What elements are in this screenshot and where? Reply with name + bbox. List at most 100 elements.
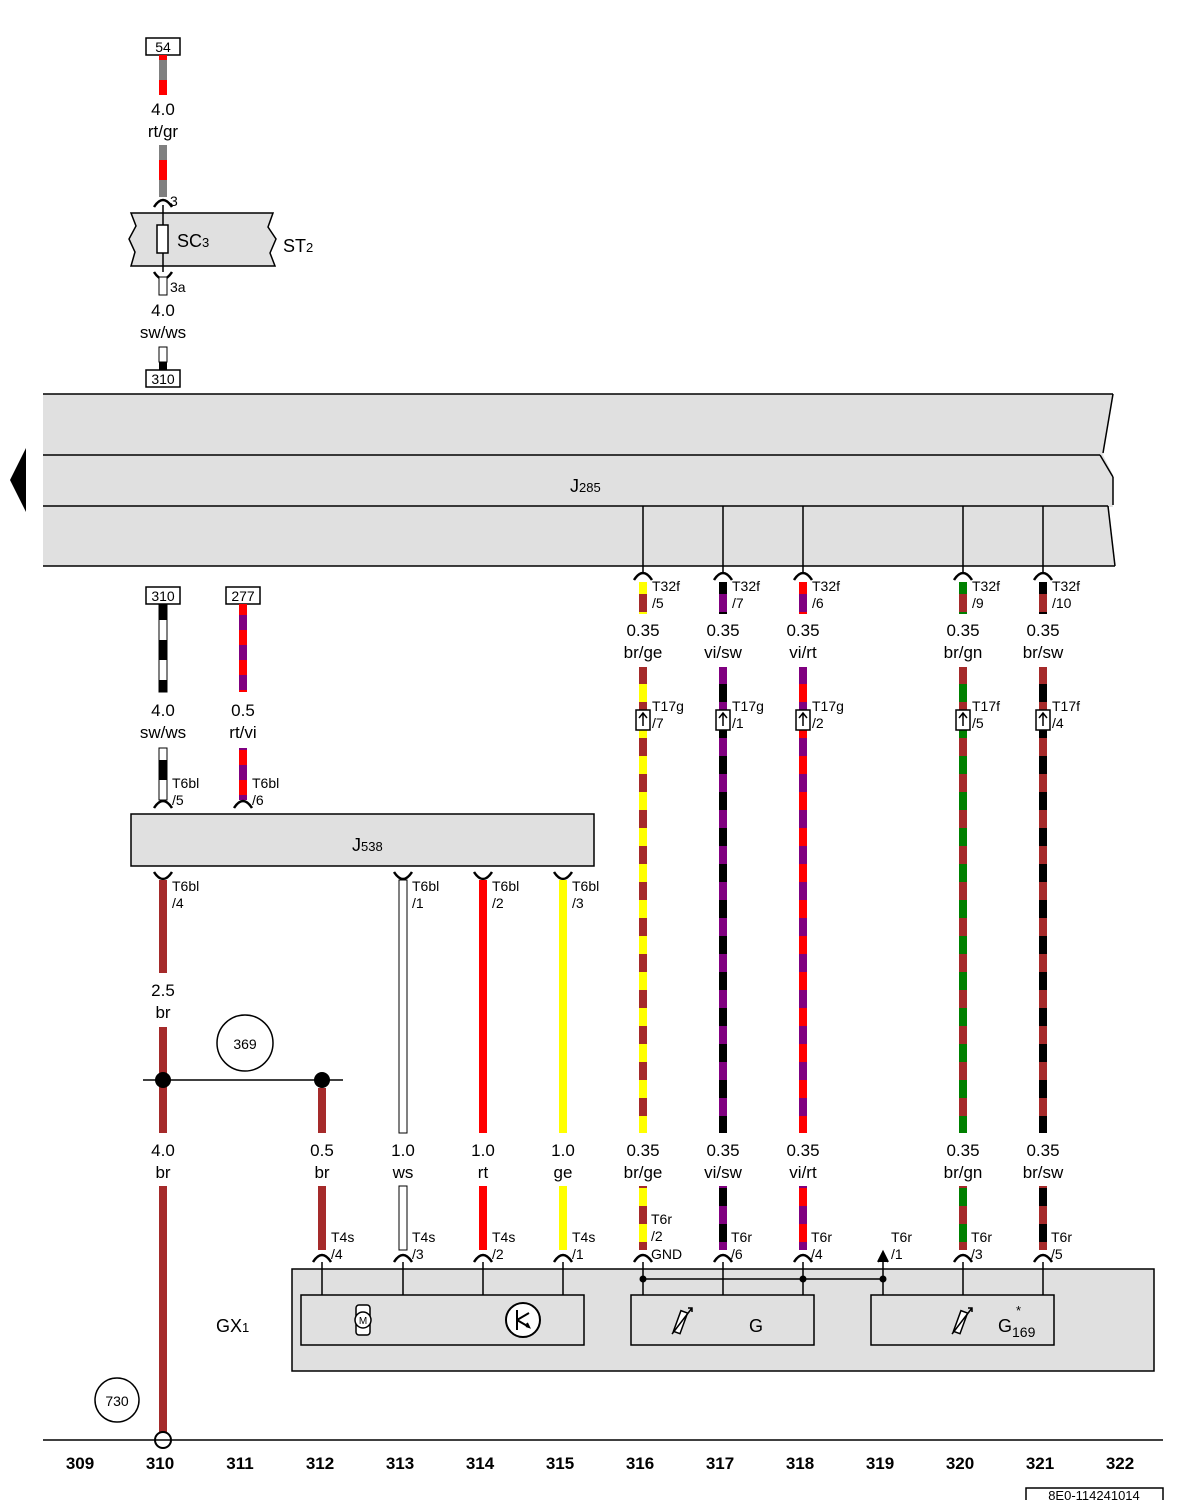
ref-310-label: 310	[151, 371, 175, 387]
conn-label: T32f	[1052, 578, 1080, 594]
wire-rtvi	[239, 748, 247, 800]
svg-text:ST2: ST2	[283, 236, 313, 256]
doc-id-box: 8E0-114241014	[1025, 1487, 1164, 1500]
wire-size-label: 2.5	[151, 981, 175, 1000]
wire-size-label: 0.35	[1026, 1141, 1059, 1160]
g169-sub: 169	[1012, 1324, 1036, 1340]
conn-label: T17f	[1052, 698, 1080, 714]
pin-label: /2	[812, 715, 824, 731]
wire-size-label: 4.0	[151, 1141, 175, 1160]
conn-label: T4s	[572, 1229, 595, 1245]
svg-text:G169: G169	[998, 1316, 1036, 1340]
conn-label: T4s	[331, 1229, 354, 1245]
conn-label: T6bl	[252, 775, 279, 791]
conn-label: T17g	[732, 698, 764, 714]
sensor-wire-3[interactable]: T32f /6 0.35 vi/rt T17g /2 0.35 vi/rt T6…	[786, 506, 844, 1263]
wire-size-label: 4.0	[151, 301, 175, 320]
wire-size-label: 1.0	[471, 1141, 495, 1160]
ref-box-310b[interactable]: 310	[145, 586, 181, 605]
axis-number: 319	[866, 1454, 894, 1473]
wire-rt	[479, 1186, 487, 1250]
module-j285[interactable]: J285	[43, 393, 1116, 567]
axis-number: 312	[306, 1454, 334, 1473]
wire-size-label: 0.35	[946, 621, 979, 640]
wire-color-label: br/sw	[1023, 1163, 1064, 1182]
wire-color-label: ws	[392, 1163, 414, 1182]
connector-icon	[1032, 1253, 1054, 1263]
pin-label: /4	[331, 1246, 343, 1262]
wire-ws	[398, 1185, 408, 1251]
connector-icon	[392, 871, 414, 881]
ref-box-54[interactable]: 54	[145, 37, 181, 56]
ref-circle-730[interactable]: 730	[94, 1377, 140, 1423]
fuse-sub: 3	[202, 235, 209, 250]
wire-size-label: 0.35	[786, 621, 819, 640]
connector-icon	[792, 1253, 814, 1263]
conn-label: T6bl	[172, 775, 199, 791]
fuse-icon	[156, 224, 169, 254]
module-j538[interactable]: J538	[130, 813, 595, 867]
sensor-wire-2[interactable]: T32f /7 0.35 vi/sw T17g /1 0.35 vi/sw T6…	[704, 506, 764, 1263]
wire-size-label: 0.35	[626, 621, 659, 640]
sensor-g-label: G	[749, 1316, 763, 1336]
pin-label: /9	[972, 595, 984, 611]
connector-icon	[152, 799, 174, 809]
wire-br	[318, 1088, 326, 1133]
motor-label: M	[359, 1316, 367, 1327]
connector-icon	[952, 571, 974, 581]
axis-number: 322	[1106, 1454, 1134, 1473]
variable-resistor-icon	[951, 1307, 973, 1335]
sensor-wire-5[interactable]: T32f /10 0.35 br/sw T17f /4 0.35 br/sw T…	[1023, 506, 1080, 1263]
wire-size-label: 0.5	[310, 1141, 334, 1160]
conn-label: T17g	[812, 698, 844, 714]
wire-br	[159, 880, 167, 973]
ref-circle-369[interactable]: 369	[216, 1014, 274, 1072]
pin-label: /3	[572, 895, 584, 911]
pin-label: /4	[811, 1246, 823, 1262]
pin-label: /7	[732, 595, 744, 611]
ref-box-310[interactable]: 310	[145, 369, 181, 388]
pin-label: /2	[492, 1246, 504, 1262]
connector-icon	[1032, 571, 1054, 581]
wire-color-label: rt	[478, 1163, 489, 1182]
wire-rt	[479, 880, 487, 1133]
ref-277-label: 277	[231, 588, 255, 604]
continuation-arrow-icon[interactable]	[10, 448, 26, 512]
wire-color-label: br/sw	[1023, 643, 1064, 662]
wire-color-label: br	[314, 1163, 329, 1182]
pin-label: /6	[252, 792, 264, 808]
wire-color-label: ge	[554, 1163, 573, 1182]
ref-730-label: 730	[105, 1393, 129, 1409]
wire-br	[159, 1186, 167, 1432]
sensor-wire-1[interactable]: T32f /5 0.35 br/ge T17g /7 0.35 br/ge T6…	[624, 506, 684, 1263]
fuse-holder-st2[interactable]: SC3	[128, 205, 277, 272]
wire-size-label: 0.35	[1026, 621, 1059, 640]
pin-label: /4	[172, 895, 184, 911]
wire-br	[318, 1186, 326, 1250]
gx1-assembly[interactable]: GX1 M G	[216, 1262, 1155, 1372]
connector-icon	[552, 871, 574, 881]
sensor-wire-4[interactable]: T32f /9 0.35 br/gn T17f /5 0.35 br/gn T6…	[944, 506, 1000, 1263]
wire-color-label: vi/rt	[789, 643, 817, 662]
conn-label: T6r	[811, 1229, 832, 1245]
axis-number: 316	[626, 1454, 654, 1473]
wire-ge	[559, 1186, 567, 1250]
conn-label: T4s	[412, 1229, 435, 1245]
sensor-symbol-icon	[505, 1302, 541, 1338]
connector-icon	[152, 198, 174, 208]
wire-size-label: 4.0	[151, 701, 175, 720]
g169-star: *	[1016, 1303, 1021, 1318]
conn-label: T32f	[652, 578, 680, 594]
svg-text:GX1: GX1	[216, 1316, 249, 1336]
conn-label: T6bl	[572, 878, 599, 894]
wire-color-label: sw/ws	[140, 323, 186, 342]
axis-number: 321	[1026, 1454, 1054, 1473]
wire-size-label: 4.0	[151, 100, 175, 119]
svg-text:J285: J285	[570, 476, 601, 496]
ref-box-277[interactable]: 277	[225, 586, 261, 605]
motor-box	[300, 1294, 585, 1346]
gx1-sub: 1	[242, 1320, 249, 1335]
conn-label: T6bl	[492, 878, 519, 894]
axis-number: 311	[226, 1454, 253, 1473]
